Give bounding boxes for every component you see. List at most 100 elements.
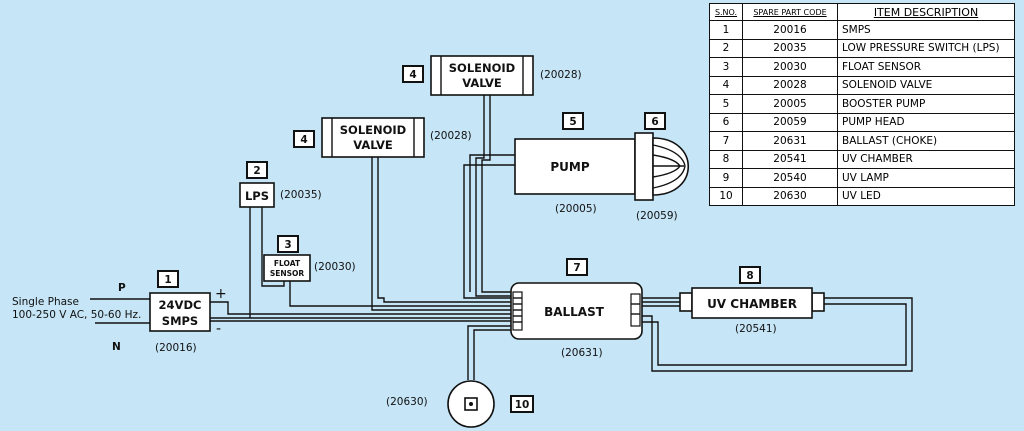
smps-component: 1 24VDC SMPS (20016) [149,270,211,354]
cell-sno: 6 [709,112,743,132]
ballast-number: 7 [573,262,580,274]
wire-pump-b [463,164,515,299]
cell-item-description: UV LAMP [837,168,1015,188]
wire-valve-mid-a [371,157,512,311]
header-item-description: ITEM DESCRIPTION [837,3,1015,21]
wire-valve-top-b [481,95,512,293]
cell-sno: 8 [709,149,743,169]
positive-terminal-label: + [215,286,227,302]
wire-uv-led-a [467,325,512,380]
valve-mid-code: (20028) [430,130,472,142]
wire-pump-a [469,154,515,292]
cell-sno: 3 [709,57,743,77]
float-sensor-number-box [277,235,299,253]
pump-component: 5 PUMP (20005) [514,112,636,215]
solenoid-valve-top-component: 4 SOLENOID VALVE (20028) [402,55,582,96]
cell-sno: 1 [709,20,743,40]
pump-number: 5 [569,116,576,128]
valve-mid-line2: VALVE [353,138,393,152]
valve-mid-number: 4 [300,134,307,146]
cell-item-description: UV LED [837,186,1015,206]
wire-valve-top-a [475,95,512,297]
cell-spare-part-code: 20028 [742,75,838,95]
lps-number-box [246,161,268,179]
cell-sno: 4 [709,75,743,95]
lps-number: 2 [253,165,260,177]
ballast-body [510,282,643,340]
cell-item-description: UV CHAMBER [837,149,1015,169]
header-sno: S.NO. [709,3,743,21]
header-spare-part-code: SPARE PART CODE [742,3,838,21]
valve-top-code: (20028) [540,69,582,81]
wire-return-loop-inner [642,303,907,366]
cell-sno: 2 [709,38,743,58]
pump-label: PUMP [550,160,589,174]
ballast-component: 7 BALLAST (20631) [510,258,643,359]
float-sensor-code: (20030) [314,261,356,273]
valve-top-line1: SOLENOID [449,61,515,75]
valve-mid-body [321,117,425,158]
input-spec-line2: 100-250 V AC, 50-60 Hz. [12,309,141,321]
parts-table: S.NO. SPARE PART CODE ITEM DESCRIPTION 1… [709,3,1015,206]
cell-sno: 7 [709,131,743,151]
smps-code: (20016) [155,342,197,354]
cell-item-description: FLOAT SENSOR [837,57,1015,77]
uv-chamber-body [691,287,813,319]
wire-uv-led-b [473,329,512,380]
lps-component: 2 LPS (20035) [239,161,322,208]
ballast-left-connector [512,291,523,331]
uv-chamber-left-cap [679,292,693,312]
float-sensor-line2: SENSOR [270,269,305,278]
pump-head-number-box [644,112,666,130]
pump-number-box [562,112,584,130]
cell-spare-part-code: 20540 [742,168,838,188]
wire-smps-positive [210,301,512,315]
cell-spare-part-code: 20030 [742,57,838,77]
cell-spare-part-code: 20035 [742,38,838,58]
negative-terminal-label: - [216,321,221,337]
cell-spare-part-code: 20005 [742,94,838,114]
wire-valve-mid-b [377,157,512,303]
float-sensor-number: 3 [284,239,291,251]
cell-spare-part-code: 20631 [742,131,838,151]
uv-led-number-box [510,395,534,413]
valve-top-body [430,55,534,96]
uv-chamber-label: UV CHAMBER [707,297,797,311]
phase-p-label: P [118,282,126,294]
pump-code: (20005) [555,203,597,215]
wire-lps-b [261,207,285,287]
wire-float-sensor [289,281,512,307]
wires [90,95,913,380]
pump-head-line-5 [652,165,686,189]
smps-number: 1 [164,274,171,286]
parts-table-header-row: S.NO. SPARE PART CODE ITEM DESCRIPTION [709,3,1015,21]
smps-line1: 24VDC [159,298,202,312]
phase-n-label: N [112,341,121,353]
cell-item-description: BOOSTER PUMP [837,94,1015,114]
float-sensor-component: 3 FLOAT SENSOR (20030) [263,235,356,282]
uv-led-component: 10 (20630) [386,380,534,428]
cell-sno: 10 [709,186,743,206]
wire-return-loop-outer [642,297,913,372]
cell-item-description: SOLENOID VALVE [837,75,1015,95]
cell-item-description: LOW PRESSURE SWITCH (LPS) [837,38,1015,58]
cell-item-description: SMPS [837,20,1015,40]
cell-spare-part-code: 20059 [742,112,838,132]
solenoid-valve-mid-component: 4 SOLENOID VALVE (20028) [293,117,472,158]
pump-head-component: 6 (20059) [634,112,689,222]
cell-sno: 5 [709,94,743,114]
ballast-right-connector [630,293,641,327]
cell-spare-part-code: 20630 [742,186,838,206]
pump-head-code: (20059) [636,210,678,222]
smps-body [149,292,211,332]
uv-led-code: (20630) [386,396,428,408]
cell-spare-part-code: 20016 [742,20,838,40]
